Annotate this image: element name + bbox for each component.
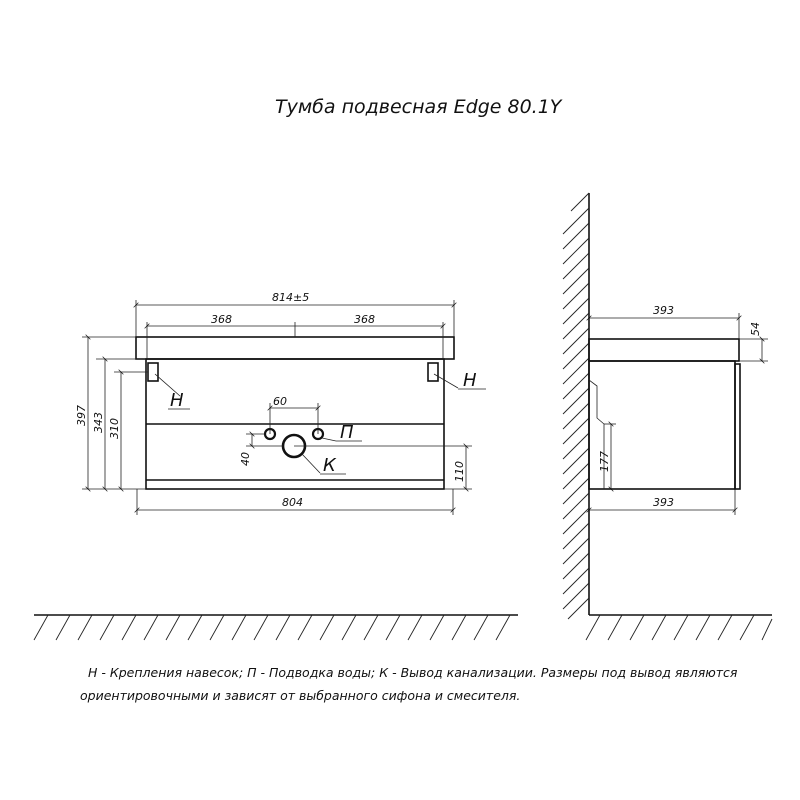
dim-height-397: 397 — [75, 405, 88, 426]
countertop-side — [588, 338, 740, 362]
dim-left-half: 368 — [211, 313, 232, 326]
label-drain: К — [323, 455, 337, 476]
legend-line-2: ориентировочными и зависят от выбранного… — [80, 688, 520, 703]
dim-height-310: 310 — [108, 418, 121, 439]
dim-pipe-spacing: 60 — [273, 395, 287, 408]
floor-left — [33, 614, 518, 641]
dim-overall-width: 814±5 — [272, 291, 309, 304]
label-water-supply: П — [340, 422, 354, 443]
dim-bottom-width: 804 — [282, 496, 303, 509]
countertop-front — [135, 336, 455, 360]
dim-offset-40: 40 — [239, 452, 252, 466]
drawing-title: Тумба подвесная Edge 80.1Y — [275, 96, 563, 118]
floor-right — [585, 614, 773, 641]
bracket-right — [427, 362, 439, 382]
wall-hatch — [562, 192, 590, 620]
dim-right-half: 368 — [354, 313, 375, 326]
dim-side-bottom-depth: 393 — [653, 496, 674, 509]
siphon-outline — [588, 379, 605, 489]
label-bracket-right: Н — [463, 370, 477, 391]
dim-height-343: 343 — [92, 412, 105, 433]
front-view: 814±5 368 368 397 343 310 110 60 40 — [75, 291, 486, 515]
dim-height-110: 110 — [453, 461, 466, 482]
side-view: 393 54 177 393 — [562, 192, 768, 620]
label-bracket-left: Н — [170, 390, 184, 411]
drawer-front-side — [734, 363, 741, 490]
bracket-left — [147, 362, 159, 382]
dim-side-height-177: 177 — [598, 451, 611, 472]
dim-side-top-thickness: 54 — [749, 322, 762, 336]
dim-side-top-depth: 393 — [653, 304, 674, 317]
legend-line-1: Н - Крепления навесок; П - Подводка воды… — [88, 665, 738, 680]
